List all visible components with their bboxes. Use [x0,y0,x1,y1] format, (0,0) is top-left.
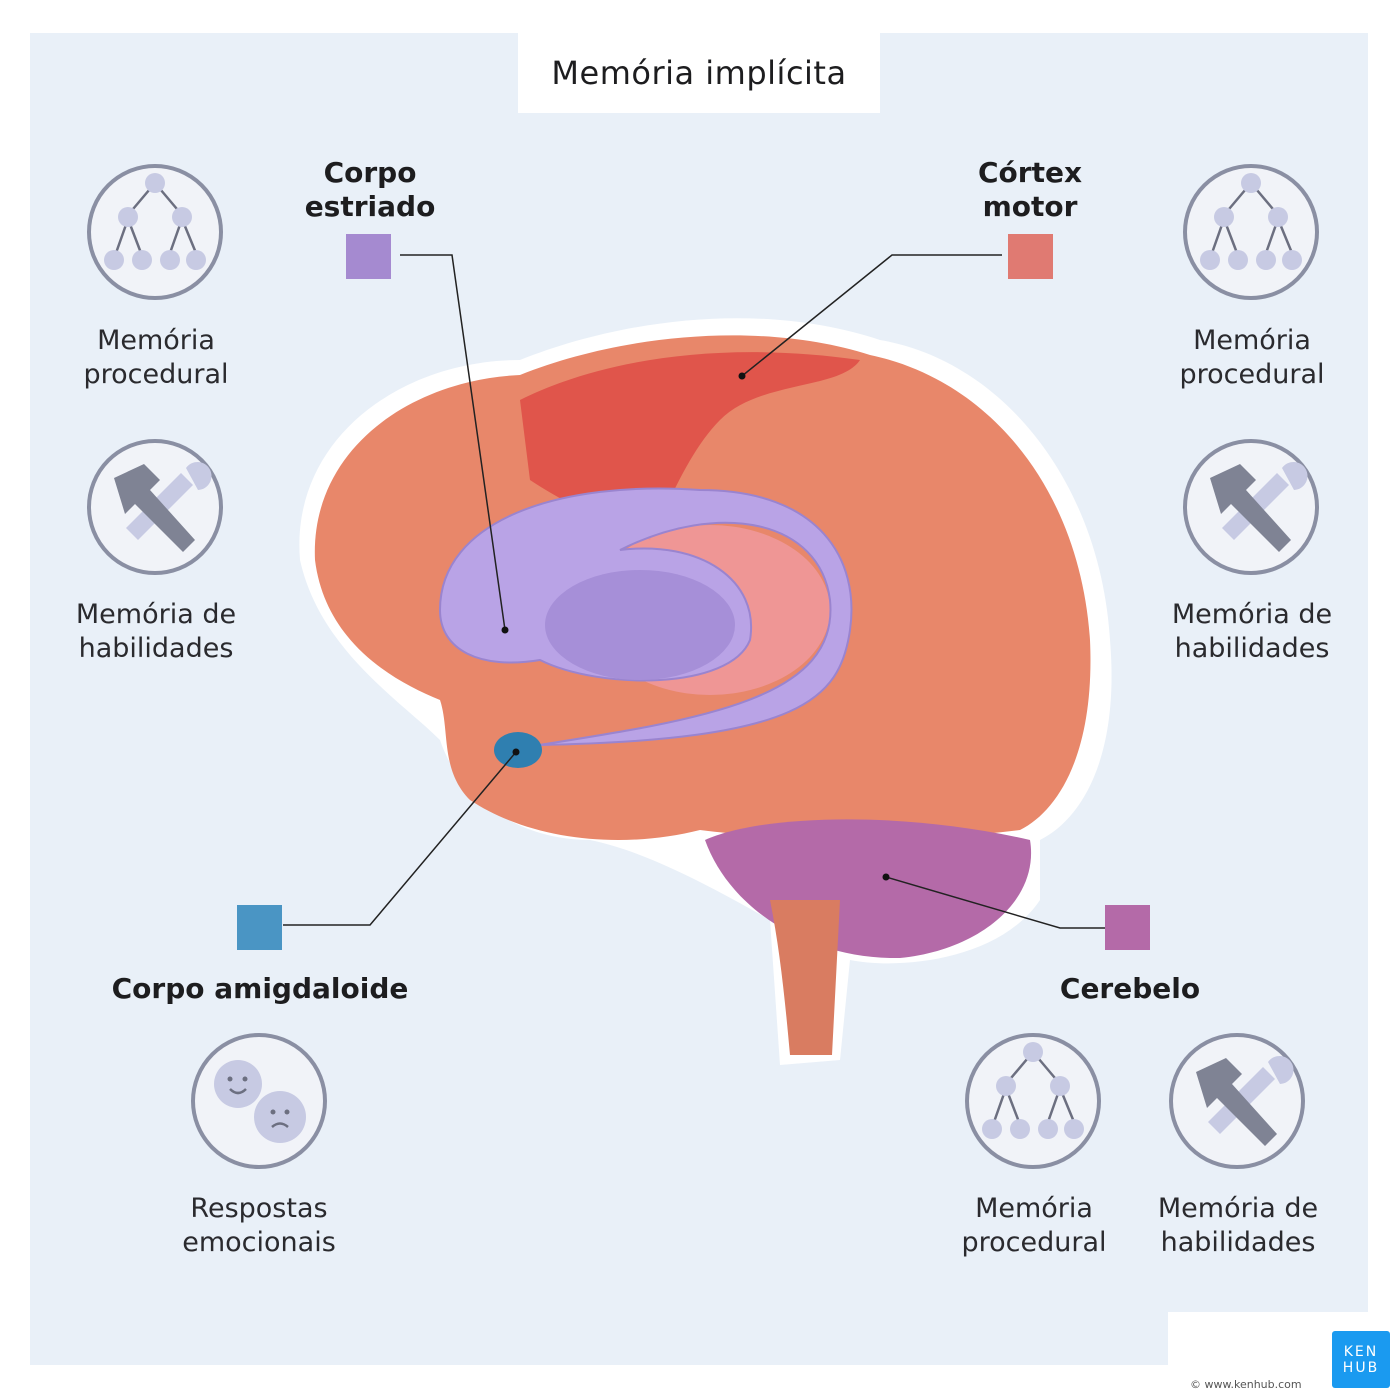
caption-line: Memória de [1157,1193,1319,1224]
motor-cortex-label-line2: motor [982,190,1078,223]
motor-cortex-label-line1: Córtex [977,156,1083,189]
amygdala-color-key [237,905,282,950]
happy-sad-faces-icon [190,1032,328,1170]
copyright-text: © www.kenhub.com [1190,1378,1302,1391]
caption-line: Memória [97,325,215,356]
caption-line: habilidades [1174,633,1330,664]
striatum-color-key [346,234,391,279]
caption-line: Memória [1193,325,1311,356]
hierarchy-tree-icon [1182,163,1320,301]
caption-line: Memória de [75,599,237,630]
hammer-wrench-icon [1182,438,1320,576]
striatum-label: Corpo estriado [280,156,460,224]
caption-line: procedural [1179,359,1325,390]
motor-cortex-color-key [1008,234,1053,279]
logo-line1: KEN [1343,1343,1379,1360]
hierarchy-tree-icon [86,163,224,301]
logo-line2: HUB [1342,1359,1380,1376]
amygdala-label: Corpo amigdaloide [111,972,409,1005]
cerebellum-color-key [1105,905,1150,950]
caption-line: habilidades [1160,1227,1316,1258]
caption-line: Respostas [190,1193,328,1224]
caption-line: Memória [975,1193,1093,1224]
caption-line: emocionais [182,1227,336,1258]
striatum-label-line2: estriado [304,190,436,223]
brainstem [770,900,840,1055]
caption-line: procedural [961,1227,1107,1258]
motor-cortex-label: Córtex motor [940,156,1120,224]
hierarchy-tree-icon [964,1032,1102,1170]
hammer-wrench-icon [86,438,224,576]
caption-line: habilidades [78,633,234,664]
page-title: Memória implícita [551,54,847,92]
title-box: Memória implícita [518,33,880,113]
caption-line: procedural [83,359,229,390]
cerebellum-label: Cerebelo [1059,972,1201,1005]
caption-line: Memória de [1171,599,1333,630]
striatum-label-line1: Corpo [323,156,417,189]
hammer-wrench-icon [1168,1032,1306,1170]
